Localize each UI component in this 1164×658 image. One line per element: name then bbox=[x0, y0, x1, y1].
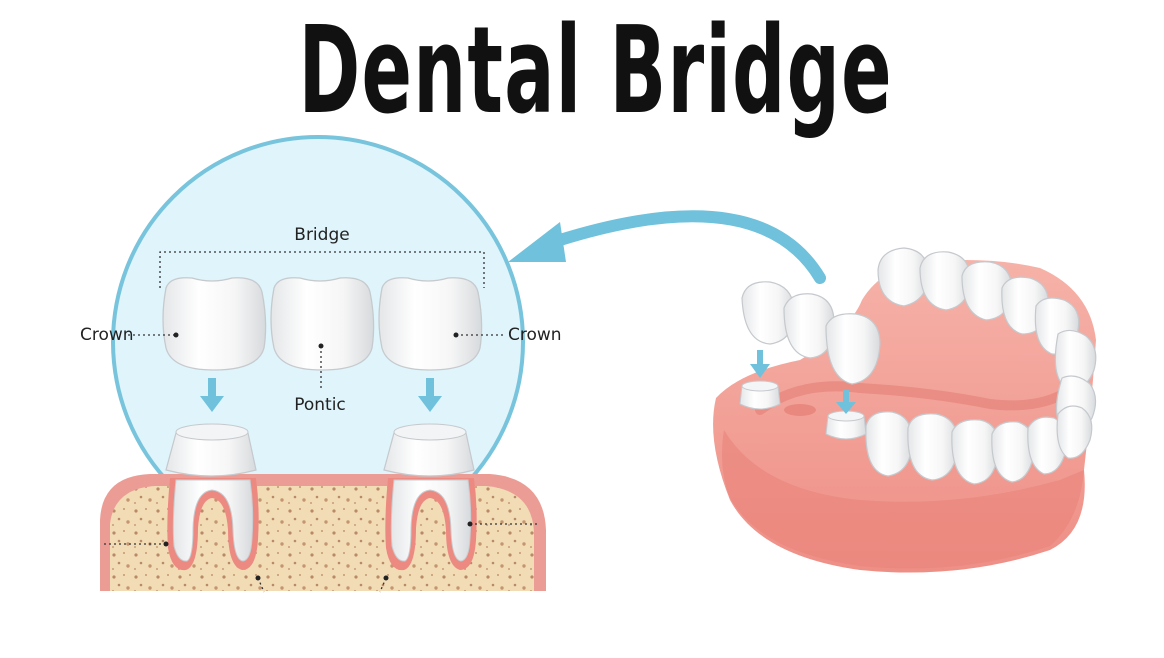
jaw-bridge bbox=[741, 281, 881, 385]
lower-jaw-illustration bbox=[713, 247, 1097, 573]
label-leader-dots bbox=[163, 332, 473, 581]
crown-left bbox=[162, 277, 267, 371]
jaw-arrow-left bbox=[750, 350, 770, 378]
abutment-tooth-right bbox=[383, 423, 477, 571]
label-crown-right: Crown bbox=[508, 325, 562, 345]
jaw-abutment-right bbox=[825, 410, 867, 440]
cross-section-diagram: Bridge Crown Crown Pontic bbox=[80, 135, 562, 593]
bridge-crowns bbox=[162, 277, 483, 371]
jaw-bone-section bbox=[100, 474, 546, 593]
front-teeth-row bbox=[865, 405, 1093, 485]
pontic-tooth bbox=[270, 277, 375, 371]
page-title: Dental Bridge bbox=[298, 2, 893, 141]
label-crown-left: Crown bbox=[80, 325, 134, 345]
label-leader-lines bbox=[104, 251, 540, 593]
jaw-arrow-right bbox=[836, 390, 856, 414]
label-pontic: Pontic bbox=[294, 395, 346, 415]
jaw-abutment-left bbox=[739, 380, 781, 410]
placement-arrow-left bbox=[200, 378, 224, 412]
crown-right bbox=[378, 277, 483, 371]
abutment-tooth-left bbox=[165, 423, 259, 571]
connecting-arrow bbox=[508, 210, 826, 284]
placement-arrow-right bbox=[418, 378, 442, 412]
label-bridge: Bridge bbox=[294, 225, 349, 245]
